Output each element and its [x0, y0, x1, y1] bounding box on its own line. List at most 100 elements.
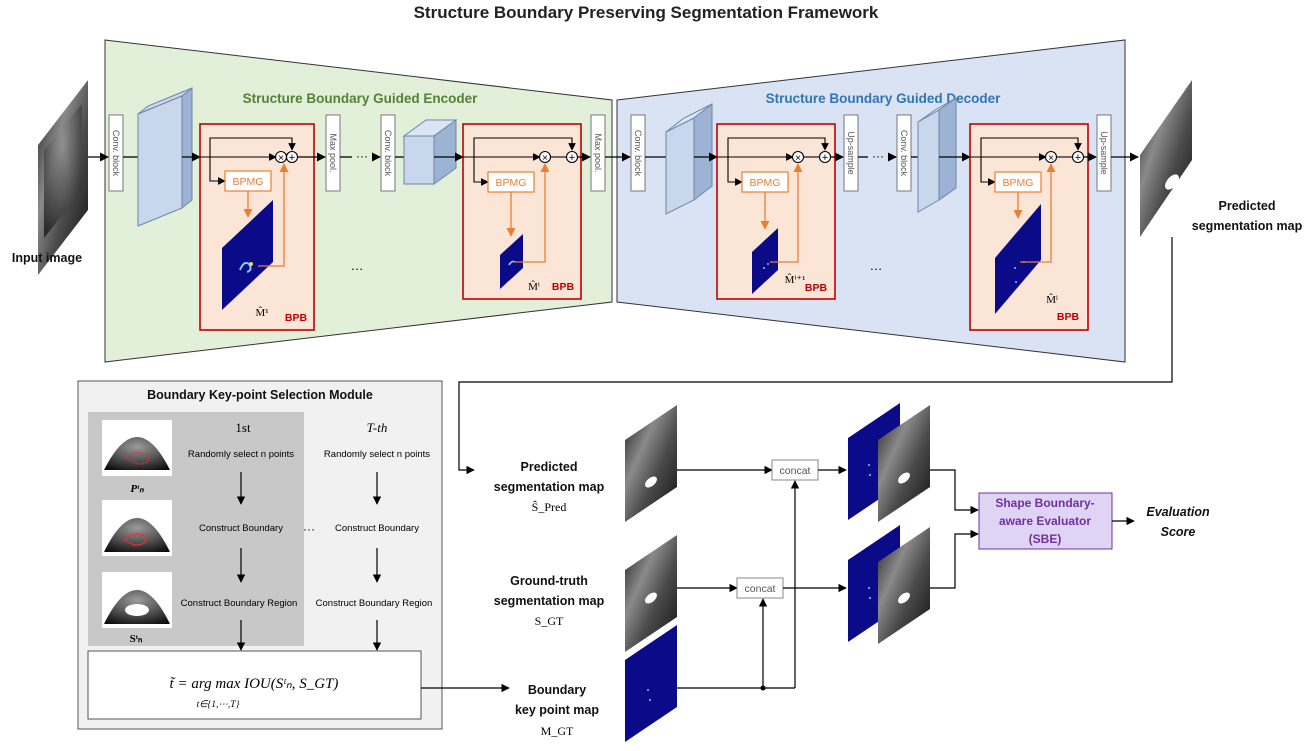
- feature-map-3: [665, 102, 713, 215]
- input-image-label: Input image: [12, 251, 82, 265]
- score-label-2: Score: [1161, 525, 1196, 539]
- svg-text:×: ×: [278, 153, 284, 164]
- bpb-label-2: BPB: [552, 281, 575, 293]
- bksm-thumb-1: [102, 420, 172, 476]
- bksm-step3-col1: Construct Boundary Region: [181, 598, 298, 609]
- argmax-formula: t̃ = arg max IOU(Sᵗₙ, S_GT): [170, 676, 339, 692]
- kp-map-label-1: Boundary: [528, 683, 586, 697]
- svg-text:×: ×: [542, 153, 548, 164]
- max-pool-2-label: Max pool.: [593, 133, 603, 172]
- conv-block-4: [896, 114, 912, 192]
- bpmg-4-label: BPMG: [1003, 177, 1034, 189]
- bksm-p-label: Pᵗₙ: [130, 483, 144, 495]
- concat-label-2: concat: [745, 583, 776, 595]
- sbe-label-1: Shape Boundary-: [995, 496, 1094, 510]
- conv-block-1-label: Conv. block: [111, 130, 121, 177]
- svg-text:+: +: [822, 152, 828, 164]
- bksm-step1-colt: Randomly select n points: [324, 449, 430, 460]
- ellipsis-dec-2: …: [870, 258, 883, 273]
- argmax-formula-box: [87, 650, 422, 720]
- map-label-m1: M̂¹: [255, 306, 268, 319]
- sbe-label-2: aware Evaluator: [999, 514, 1091, 528]
- sbe-label-3: (SBE): [1029, 532, 1062, 546]
- conv-block-2-label: Conv. block: [383, 130, 393, 177]
- boundary-map-1: [222, 200, 273, 310]
- ellipsis-dec-1: ···: [872, 149, 884, 163]
- bpmg-3-label: BPMG: [750, 177, 781, 189]
- input-image: [38, 80, 88, 275]
- up-sample-1-label: Up-sample: [846, 131, 856, 175]
- score-label-1: Evaluation: [1146, 505, 1210, 519]
- map-label-ml: M̂ˡ: [1046, 293, 1058, 306]
- up-sample-2-label: Up-sample: [1099, 131, 1109, 175]
- bksm-col-1st: 1st: [235, 420, 251, 435]
- up-sample-2: [1096, 114, 1112, 192]
- bksm-col-tth: T-th: [367, 420, 388, 435]
- map-label-mi: M̂ⁱ: [528, 280, 540, 293]
- conv-block-3: [630, 114, 646, 192]
- max-pool-1-label: Max pool.: [328, 133, 338, 172]
- bksm-step2-colt: Construct Boundary: [335, 523, 419, 534]
- bksm-thumb-3: [102, 572, 172, 628]
- svg-text:+: +: [289, 152, 295, 164]
- feature-map-1: [137, 86, 193, 227]
- feature-map-4: [917, 97, 957, 213]
- map-label-mi1: M̂ⁱ⁺¹: [785, 273, 806, 286]
- feature-map-2: [402, 119, 458, 185]
- conv-block-1: [108, 114, 124, 192]
- svg-text:×: ×: [1048, 153, 1054, 164]
- predicted-map-label-2: segmentation map: [1192, 219, 1303, 233]
- multiply-icon-4: [1044, 150, 1058, 164]
- add-icon-2: [565, 150, 579, 164]
- add-icon-4: [1071, 150, 1085, 164]
- bksm-step3-colt: Construct Boundary Region: [316, 598, 433, 609]
- boundary-map-3: [752, 228, 778, 294]
- decoder-title: Structure Boundary Guided Decoder: [766, 91, 1002, 106]
- figure-title: Structure Boundary Preserving Segmentati…: [414, 3, 879, 22]
- gt-map-label-2: segmentation map: [494, 594, 605, 608]
- stacked-pair-2: [848, 525, 930, 644]
- bpmg-2-label: BPMG: [496, 177, 527, 189]
- bpb-label-4: BPB: [1057, 311, 1080, 323]
- predicted-map-label-1: Predicted: [1219, 199, 1276, 213]
- gt-map-symbol: S_GT: [535, 614, 564, 628]
- conv-block-4-label: Conv. block: [899, 130, 909, 177]
- bpmg-1-label: BPMG: [233, 176, 264, 188]
- svg-text:+: +: [569, 152, 575, 164]
- bksm-title: Boundary Key-point Selection Module: [147, 388, 373, 402]
- svg-text:+: +: [1075, 152, 1081, 164]
- kp-map-label-2: key point map: [515, 703, 599, 717]
- pred-map-image: [625, 405, 677, 522]
- predicted-output-image: [1140, 80, 1192, 237]
- kp-map-symbol: M_GT: [541, 724, 574, 738]
- up-sample-1: [843, 114, 859, 192]
- argmax-formula-subscript: t∈{1,⋯,T}: [197, 700, 240, 710]
- bksm-s-label: Sᵗₙ: [130, 633, 143, 645]
- pred-map-label-2: segmentation map: [494, 480, 605, 494]
- pred-map-symbol: Ŝ_Pred: [532, 500, 567, 514]
- pred-map-label-1: Predicted: [521, 460, 578, 474]
- max-pool-2: [590, 114, 606, 192]
- multiply-icon-2: [538, 150, 552, 164]
- stacked-pair-1: [848, 403, 930, 522]
- kp-map-image: [625, 625, 677, 742]
- conv-block-2: [380, 114, 396, 192]
- bksm-thumb-2: [102, 500, 172, 556]
- bksm-step1-col1: Randomly select n points: [188, 449, 294, 460]
- add-icon-3: [818, 150, 832, 164]
- bpb-label-3: BPB: [805, 282, 828, 294]
- bpb-block-2: [462, 123, 582, 300]
- gt-map-image: [625, 535, 677, 652]
- bpb-label-1: BPB: [285, 312, 308, 324]
- conv-block-3-label: Conv. block: [633, 130, 643, 177]
- svg-text:×: ×: [795, 153, 801, 164]
- ellipsis-enc-2: …: [351, 258, 364, 273]
- encoder-title: Structure Boundary Guided Encoder: [243, 91, 479, 106]
- concat-label-1: concat: [780, 465, 811, 477]
- max-pool-1: [325, 114, 341, 192]
- sbe-box: [978, 492, 1113, 550]
- ellipsis-enc-1: ···: [356, 149, 368, 163]
- bksm-step2-col1: Construct Boundary: [199, 523, 283, 534]
